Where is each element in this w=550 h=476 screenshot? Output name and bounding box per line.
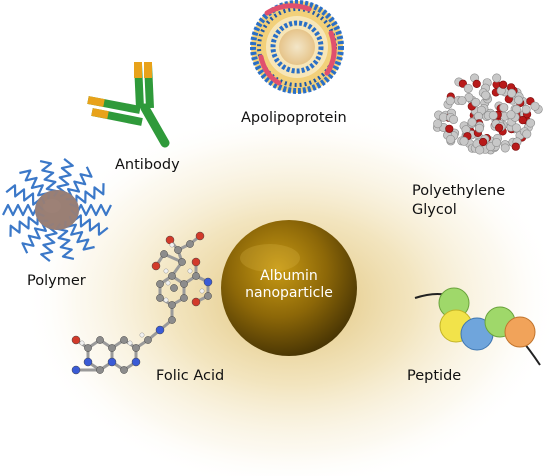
center-label-line2: nanoparticle — [245, 285, 333, 301]
peg-molecule-icon — [432, 73, 543, 155]
label-peptide: Peptide — [407, 368, 462, 384]
center-label: Albumin nanoparticle — [229, 268, 349, 302]
folic-acid-molecule-icon — [71, 231, 213, 375]
label-apolipoprotein: Apolipoprotein — [241, 110, 347, 126]
label-glycol: Glycol — [412, 202, 457, 218]
antibody-icon — [87, 62, 170, 148]
label-antibody: Antibody — [115, 157, 180, 173]
albumin-nanoparticle-sphere — [221, 220, 357, 356]
peptide-chain-icon — [414, 287, 541, 366]
apolipoprotein-icon — [250, 0, 344, 94]
label-polymer: Polymer — [27, 273, 86, 289]
polymer-icon — [2, 158, 112, 262]
label-polyethylene: Polyethylene — [412, 183, 506, 199]
center-label-line1: Albumin — [260, 268, 318, 284]
label-folic-acid: Folic Acid — [156, 368, 225, 384]
